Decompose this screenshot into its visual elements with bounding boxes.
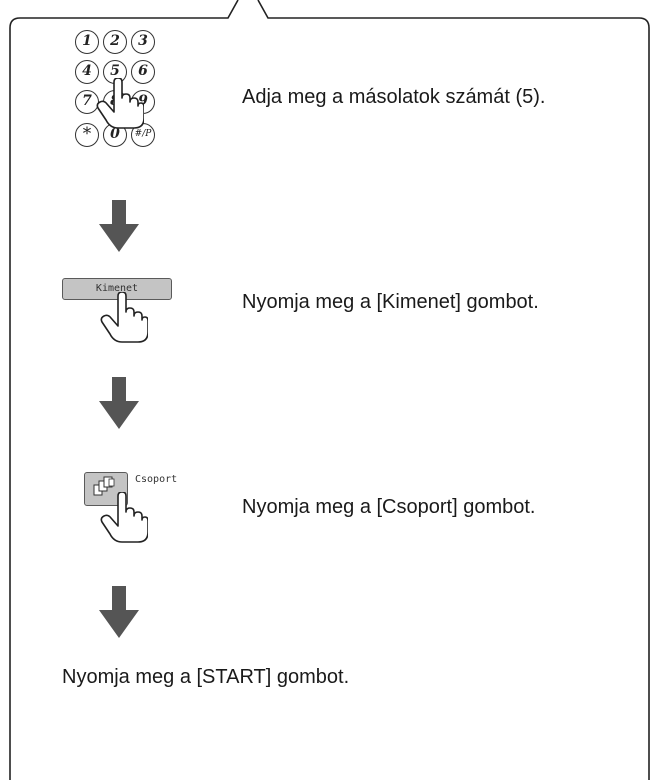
down-arrow-icon (99, 200, 139, 252)
pointing-hand-icon (96, 78, 144, 129)
key-4[interactable]: 4 (75, 60, 99, 84)
kimenet-button[interactable]: Kimenet (62, 278, 172, 300)
step-4-text: Nyomja meg a [START] gombot. (62, 666, 350, 688)
down-arrow-icon (99, 377, 139, 429)
pointing-hand-icon (100, 492, 148, 543)
key-1[interactable]: 1 (75, 30, 99, 54)
csoport-label: Csoport (135, 474, 178, 485)
key-star[interactable]: * (75, 123, 99, 147)
key-6[interactable]: 6 (131, 60, 155, 84)
key-3[interactable]: 3 (131, 30, 155, 54)
down-arrow-icon (99, 586, 139, 638)
pointing-hand-icon (100, 292, 148, 343)
step-1-text: Adja meg a másolatok számát (5). (242, 86, 546, 108)
key-2[interactable]: 2 (103, 30, 127, 54)
group-copy-icon (93, 476, 115, 496)
step-2-text: Nyomja meg a [Kimenet] gombot. (242, 291, 539, 313)
step-3-text: Nyomja meg a [Csoport] gombot. (242, 496, 536, 518)
